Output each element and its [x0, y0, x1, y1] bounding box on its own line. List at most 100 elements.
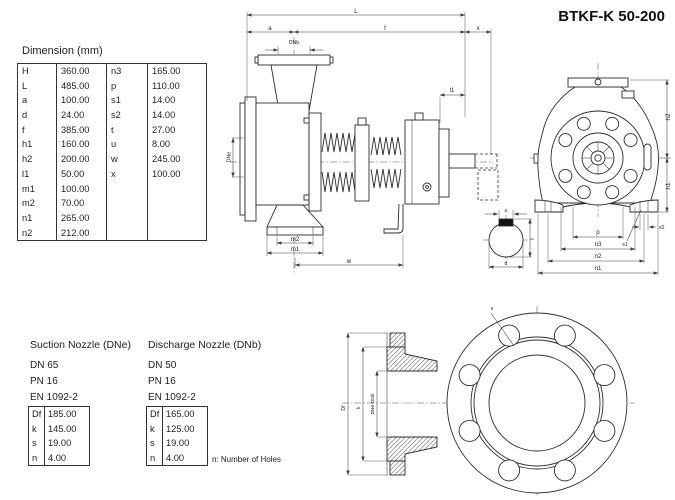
keyway	[498, 218, 514, 227]
dim-value: 165.00	[152, 66, 181, 76]
bolt-hole	[593, 419, 616, 442]
dim-key: l1	[18, 166, 57, 182]
dim-label-x: x	[476, 25, 480, 32]
dim-key: h1	[18, 137, 57, 153]
flange-bore-circle	[488, 354, 586, 452]
noz-value: 4.00	[166, 452, 185, 463]
support-foot-bracket	[383, 203, 404, 234]
dim-key: t	[107, 122, 148, 138]
pump-casing-front	[533, 77, 660, 213]
holes-footnote: n: Number of Holes	[212, 455, 281, 464]
suction-nozzle-dn: DN 65	[30, 360, 59, 371]
bolt-hole	[458, 419, 481, 442]
dim-value: 212.00	[57, 225, 107, 241]
flange-section-view: Df k DNe-DNb	[341, 332, 438, 476]
dim-label-h1: h1	[665, 182, 672, 189]
dim-value	[148, 211, 206, 226]
end-view-dimensions: h2 h1 p n3 n2 n1 s1	[537, 79, 672, 275]
dim-key: L	[18, 78, 57, 94]
bearing-housing	[404, 119, 440, 205]
dim-label-m2: m2	[291, 236, 300, 243]
dim-value: 50.00	[57, 166, 107, 182]
dim-label-DNe: DNe	[227, 152, 233, 162]
dim-key: h2	[18, 152, 57, 167]
dim-key	[107, 210, 148, 226]
noz-value: 145.00	[48, 423, 77, 434]
dim-value: 360.00	[57, 64, 107, 79]
dim-value: 485.00	[57, 78, 107, 94]
dim-value: 27.00	[152, 124, 176, 135]
dim-key: H	[18, 64, 57, 79]
dim-value: 160.00	[57, 137, 107, 153]
noz-key: Df	[147, 407, 163, 422]
flange-drawing: Df k DNe-DNb s	[341, 306, 635, 495]
dim-label-s2: s2	[659, 225, 665, 231]
dim-label-n2: n2	[595, 253, 602, 260]
flange-front-view: s	[446, 306, 628, 495]
side-view-dimensions: L a f x DNb DNe l1 m2 m1	[227, 8, 492, 268]
noz-key: k	[147, 421, 163, 436]
discharge-nozzle-pn: PN 16	[148, 376, 176, 387]
noz-value: 4.00	[48, 452, 67, 463]
noz-key: s	[147, 436, 163, 451]
dim-key: f	[18, 122, 57, 138]
bolt-hole	[458, 364, 481, 387]
dim-label-s: s	[491, 306, 494, 312]
dim-value: 100.00	[57, 93, 107, 109]
dim-label-u: u	[505, 208, 508, 214]
dim-value: 24.00	[57, 108, 107, 123]
noz-key: n	[147, 450, 163, 465]
dim-value	[148, 196, 206, 211]
dim-key: a	[18, 93, 57, 109]
dim-label-l1: l1	[450, 87, 455, 94]
dim-value: 200.00	[57, 152, 107, 167]
dim-key: n1	[18, 210, 57, 226]
bolt-hole	[553, 324, 576, 347]
bolt-hole	[498, 459, 521, 482]
dim-value: 14.00	[152, 110, 176, 121]
dim-value	[148, 226, 206, 241]
noz-key: k	[29, 421, 45, 436]
dim-value: 110.00	[152, 80, 180, 91]
suction-nozzle-pn: PN 16	[30, 376, 58, 387]
right-foot	[629, 199, 659, 213]
dim-key	[107, 181, 148, 197]
noz-value: 19.00	[48, 438, 72, 448]
dimension-table-header: Dimension (mm)	[22, 45, 103, 57]
dim-label-w: w	[346, 258, 352, 265]
discharge-nozzle-title: Discharge Nozzle (DNb)	[148, 339, 262, 351]
shaft-end	[448, 153, 476, 169]
pump-side-view-drawing: L a f x DNb DNe l1 m2 m1	[227, 8, 499, 273]
dim-key: s1	[107, 93, 148, 109]
dim-key: w	[107, 152, 148, 167]
dim-label-Df: Df	[341, 405, 347, 411]
noz-key: n	[29, 450, 45, 465]
dim-key	[107, 196, 148, 211]
dim-key: d	[18, 108, 57, 123]
noz-key: Df	[29, 407, 45, 422]
discharge-nozzle-dn: DN 50	[148, 360, 177, 371]
dim-key	[107, 225, 148, 241]
pump-end-view-drawing: h2 h1 p n3 n2 n1 s1	[483, 63, 672, 275]
dim-value: 100.00	[152, 168, 181, 179]
dim-label-s1: s1	[622, 242, 628, 248]
bolt-hole	[553, 459, 576, 482]
dim-key: s2	[107, 108, 148, 123]
dim-label-p: p	[596, 229, 600, 236]
dim-label-f: f	[384, 25, 386, 32]
dim-label-h2: h2	[665, 113, 672, 120]
dim-value: 8.00	[152, 139, 171, 150]
suction-nozzle-standard: EN 1092-2	[30, 392, 78, 403]
dim-label-DNb: DNb	[289, 40, 299, 46]
noz-value: 165.00	[166, 409, 195, 419]
noz-key: s	[29, 436, 45, 451]
dim-label-L: L	[354, 8, 358, 15]
noz-value: 125.00	[166, 423, 195, 434]
page-title: BTKF-K 50-200	[558, 8, 665, 25]
shaft-circle	[488, 222, 524, 258]
bolt-hole	[498, 324, 521, 347]
pump-body	[239, 54, 499, 236]
